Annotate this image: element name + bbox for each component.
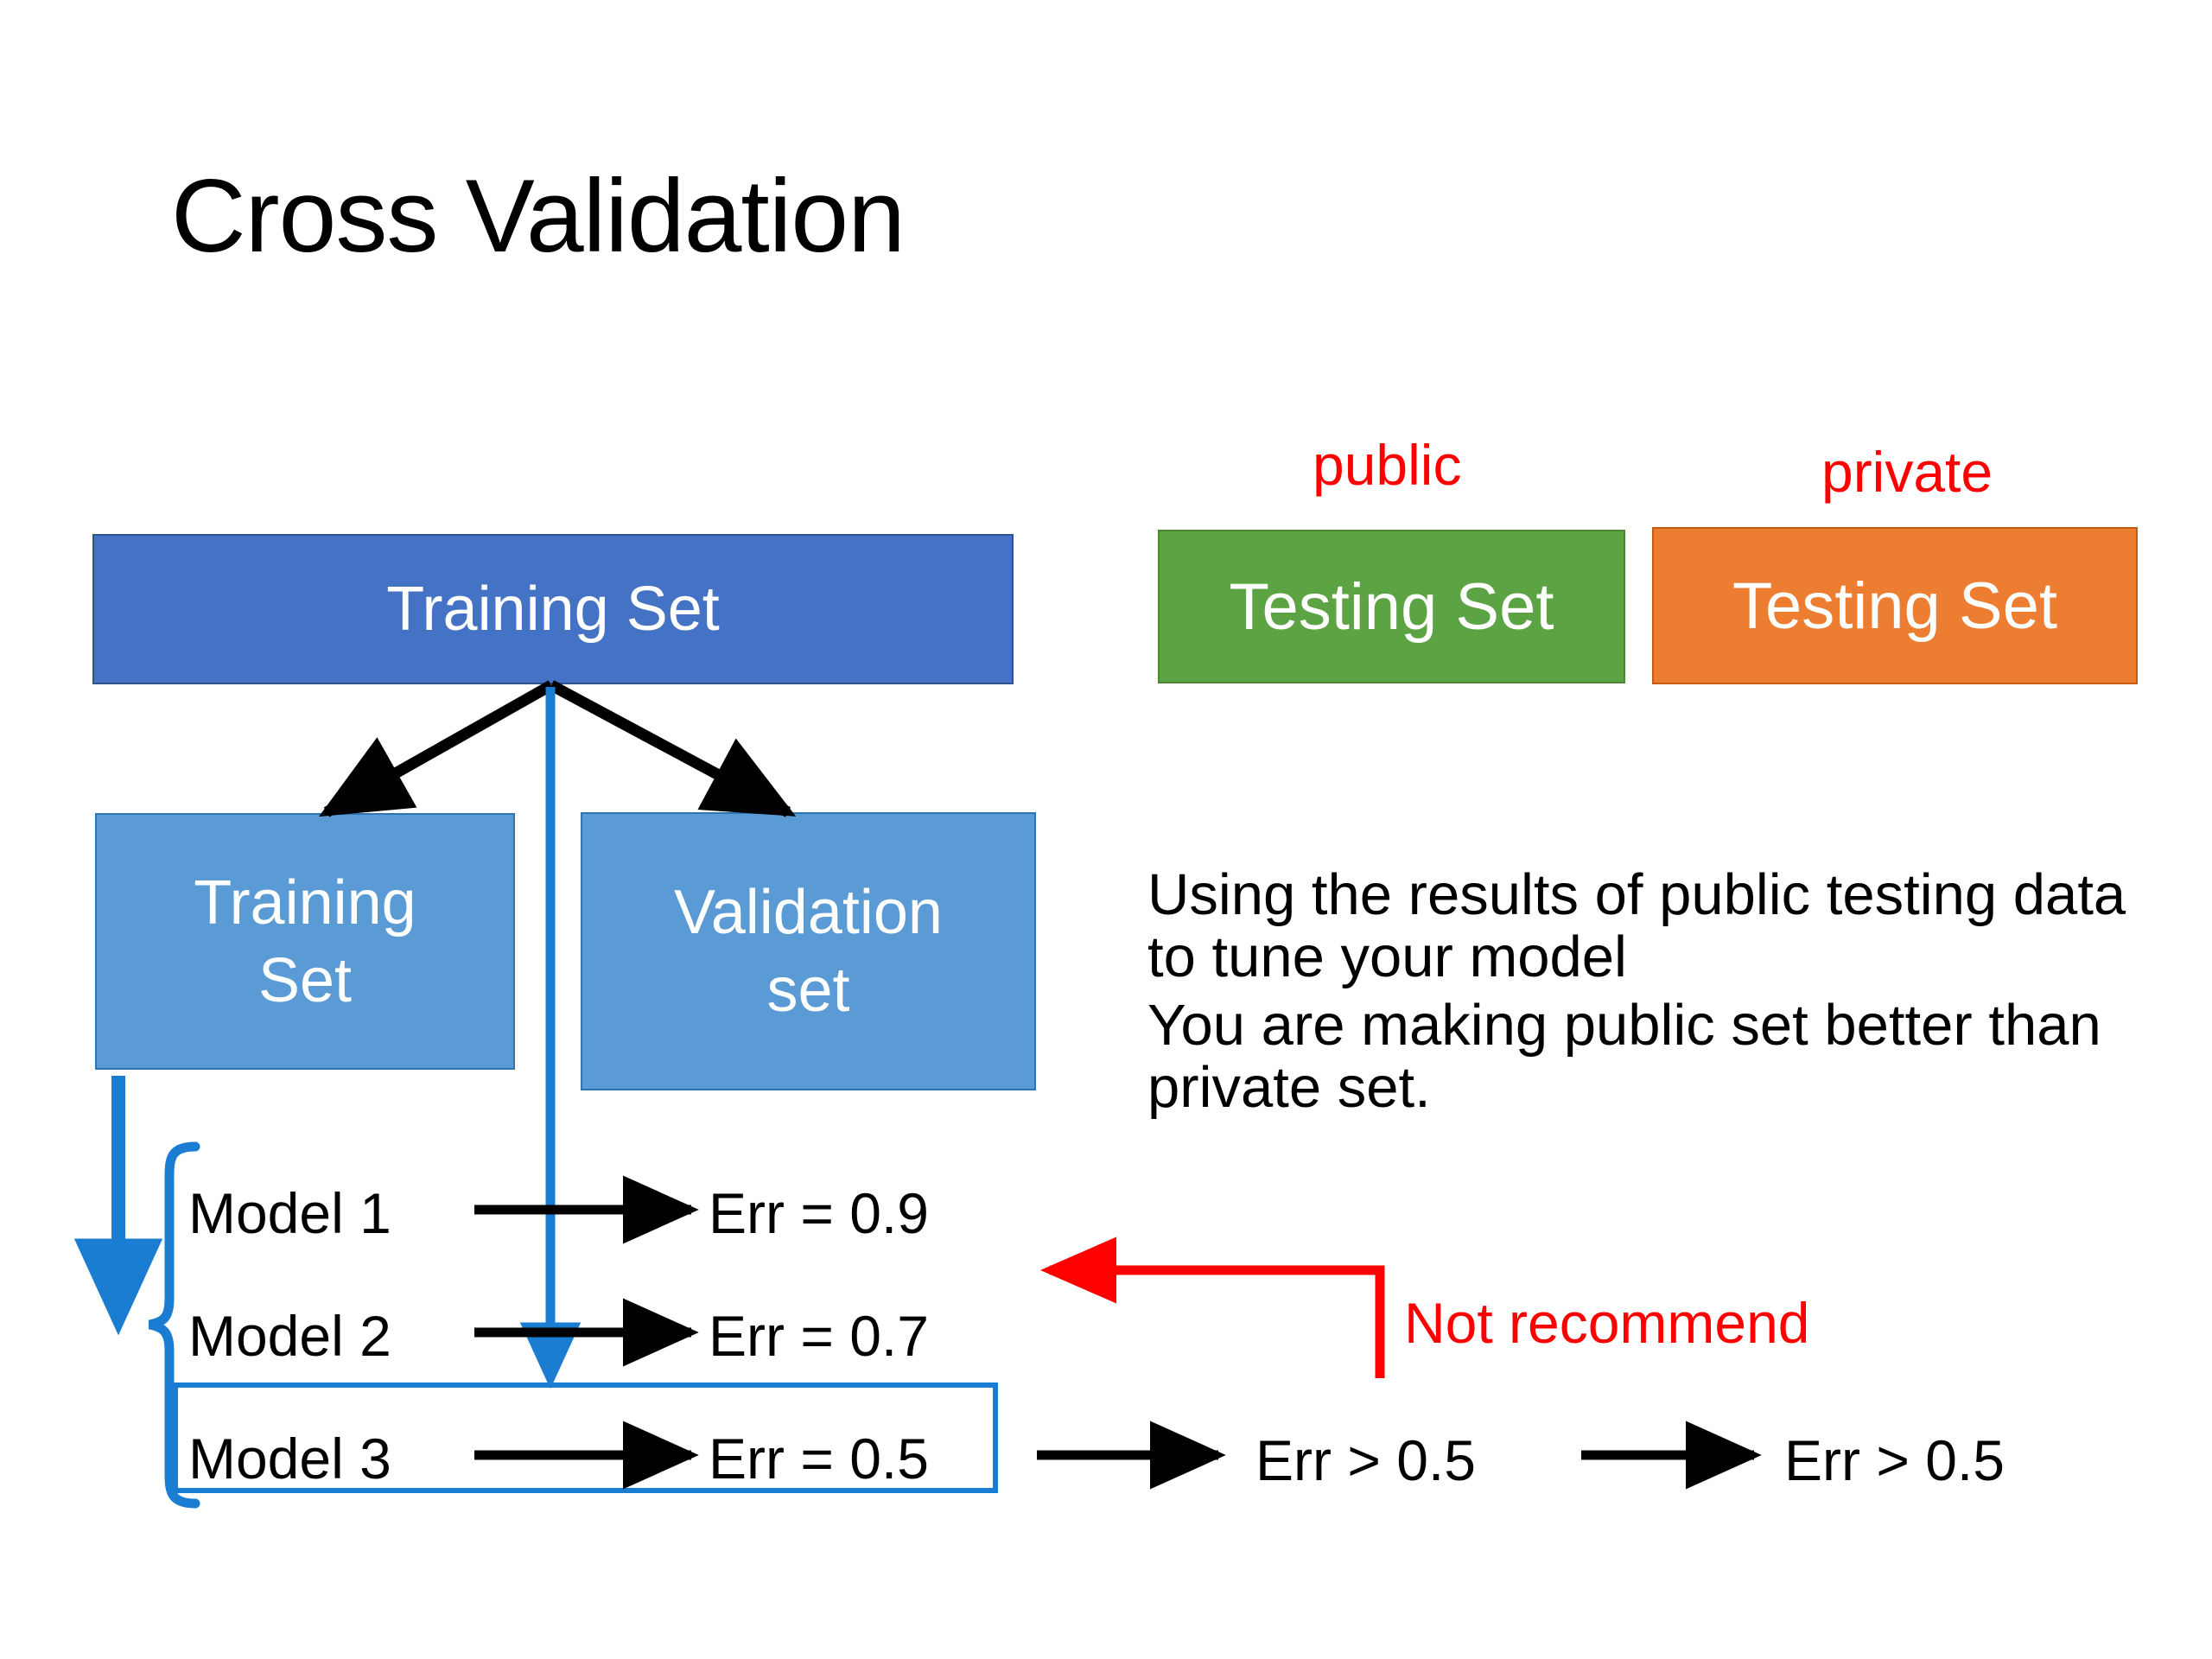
public-tag-label: public bbox=[1313, 433, 1462, 497]
public-testing-set-label: Testing Set bbox=[1229, 569, 1554, 644]
explanation-text-block: Using the results of public testing data… bbox=[1147, 862, 2184, 1124]
page-title: Cross Validation bbox=[171, 158, 906, 274]
training-subset-label-line1: Training bbox=[194, 868, 416, 938]
not-recommend-warning-label: Not recommend bbox=[1404, 1291, 1810, 1355]
public-error-result-label: Err > 0.5 bbox=[1255, 1428, 1476, 1492]
model-1-error-label: Err = 0.9 bbox=[709, 1181, 929, 1245]
private-error-result-label: Err > 0.5 bbox=[1784, 1428, 2005, 1492]
validation-set-box: Validation set bbox=[581, 812, 1036, 1090]
private-tag-label: private bbox=[1821, 440, 1993, 504]
model-3-error-label: Err = 0.5 bbox=[709, 1427, 929, 1491]
training-subset-label-line2: Set bbox=[257, 945, 353, 1015]
model-1-label: Model 1 bbox=[188, 1181, 391, 1245]
split-arrow-right-icon bbox=[548, 680, 797, 817]
training-set-label: Training Set bbox=[386, 575, 720, 644]
explanation-paragraph-1: Using the results of public testing data… bbox=[1147, 862, 2126, 990]
public-testing-set-box: Testing Set bbox=[1158, 530, 1625, 683]
validation-set-label-line1: Validation bbox=[674, 878, 943, 947]
model-2-error-label: Err = 0.7 bbox=[709, 1304, 929, 1368]
not-recommend-feedback-arrow-icon bbox=[1040, 1236, 1385, 1378]
training-set-box: Training Set bbox=[92, 534, 1014, 684]
training-subset-box: Training Set bbox=[95, 813, 515, 1070]
private-testing-set-box: Testing Set bbox=[1652, 527, 2138, 684]
validation-set-label-line2: set bbox=[766, 956, 850, 1025]
model-2-label: Model 2 bbox=[188, 1304, 391, 1368]
split-arrow-left-icon bbox=[318, 680, 555, 817]
model-3-label: Model 3 bbox=[188, 1427, 391, 1491]
explanation-paragraph-2: You are making public set better than pr… bbox=[1147, 992, 2101, 1121]
private-testing-set-label: Testing Set bbox=[1732, 569, 2057, 643]
